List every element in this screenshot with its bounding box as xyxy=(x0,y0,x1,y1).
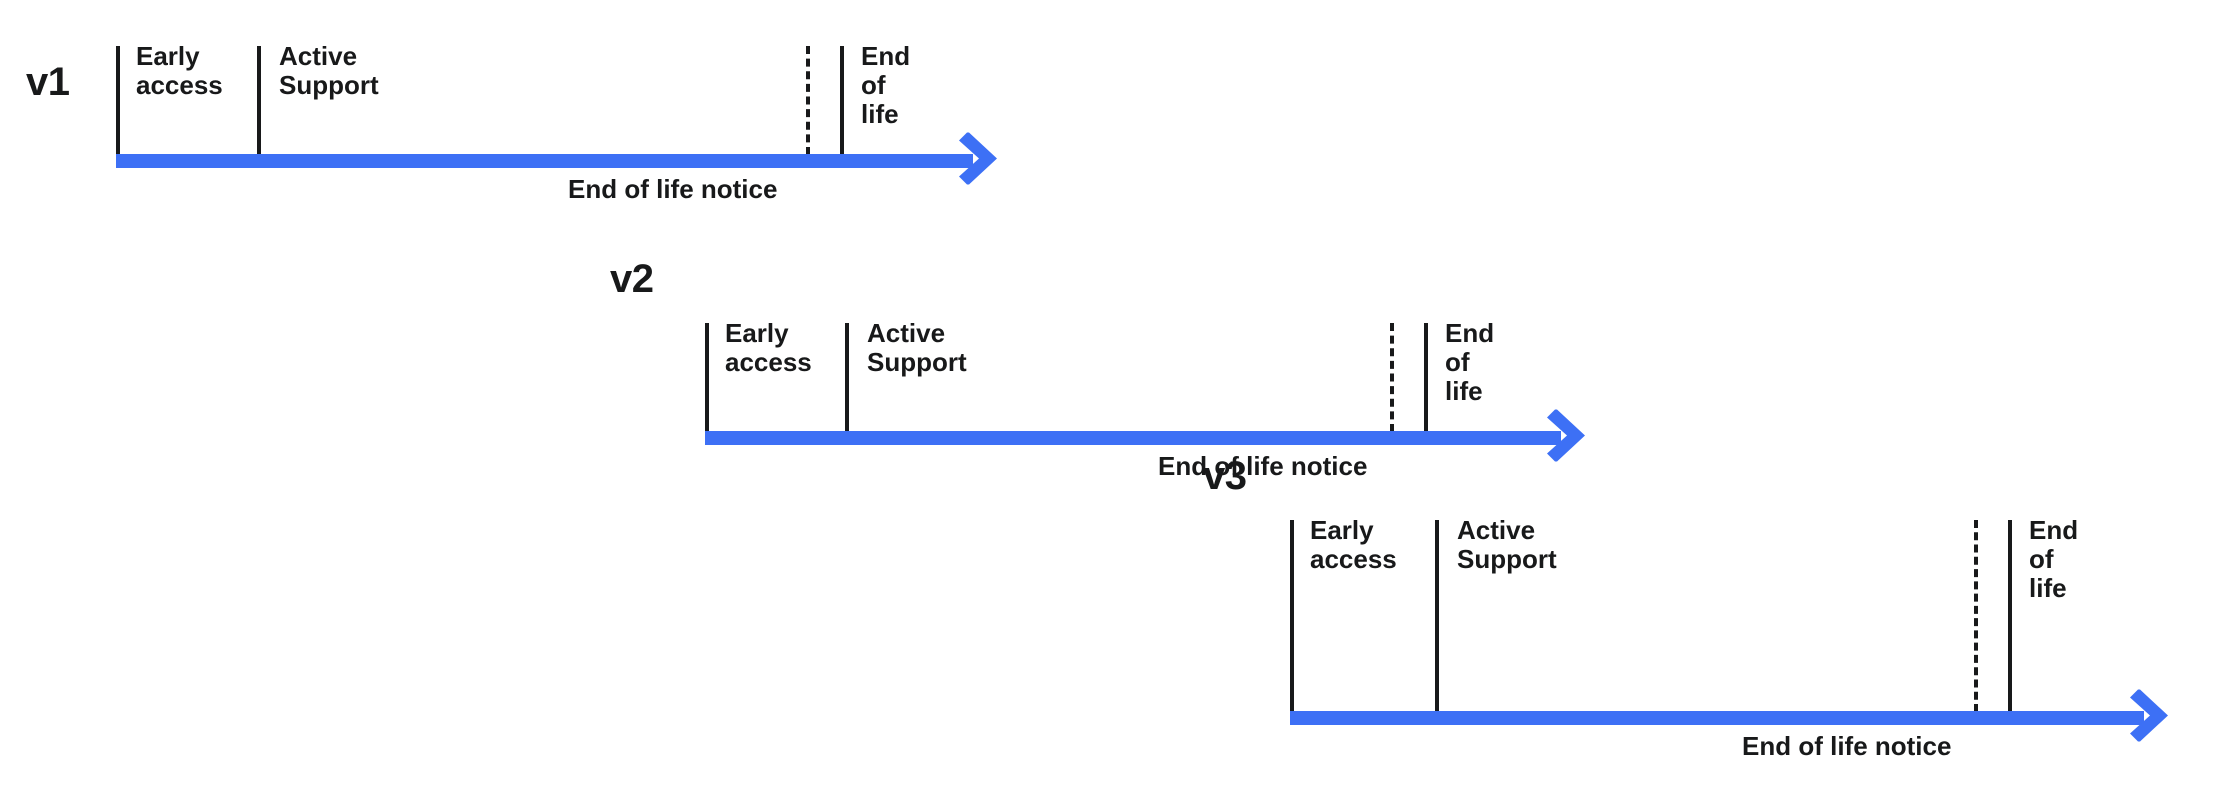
end-of-life-notice-label: End of life notice xyxy=(568,174,778,204)
phase-divider-tick xyxy=(1424,323,1428,432)
phase-divider-tick xyxy=(705,323,709,432)
lifecycle-track-v3 xyxy=(1290,689,2186,742)
lifecycle-track-v2 xyxy=(705,409,1603,462)
phase-label: End of life xyxy=(2029,515,2079,604)
version-label-v1: v1 xyxy=(26,60,70,104)
end-of-life-notice-dashed-tick xyxy=(1974,520,1978,712)
phase-divider-tick xyxy=(845,323,849,432)
phase-label: Active Support xyxy=(1457,515,1557,575)
version-label-v2: v2 xyxy=(610,257,654,301)
phase-label: Early access xyxy=(136,41,223,101)
phase-divider-tick xyxy=(116,46,120,155)
version-label-v3: v3 xyxy=(1203,454,1247,498)
lifecycle-track-bar xyxy=(705,431,1561,445)
phase-label: Early access xyxy=(725,318,812,378)
phase-label: End of life xyxy=(861,41,911,130)
phase-divider-tick xyxy=(1290,520,1294,712)
end-of-life-notice-dashed-tick xyxy=(1390,323,1394,432)
lifecycle-track-arrow-icon xyxy=(2128,688,2186,749)
end-of-life-notice-label: End of life notice xyxy=(1158,451,1368,481)
lifecycle-track-arrow-icon xyxy=(1545,408,1603,469)
phase-divider-tick xyxy=(257,46,261,155)
lifecycle-track-bar xyxy=(1290,711,2144,725)
lifecycle-track-v1 xyxy=(116,132,1015,185)
phase-divider-tick xyxy=(840,46,844,155)
phase-divider-tick xyxy=(2008,520,2012,712)
phase-divider-tick xyxy=(1435,520,1439,712)
lifecycle-track-bar xyxy=(116,154,973,168)
phase-label: Active Support xyxy=(279,41,379,101)
end-of-life-notice-dashed-tick xyxy=(806,46,810,155)
lifecycle-track-arrow-icon xyxy=(957,131,1015,192)
phase-label: Active Support xyxy=(867,318,967,378)
phase-label: End of life xyxy=(1445,318,1495,407)
end-of-life-notice-label: End of life notice xyxy=(1742,731,1952,761)
phase-label: Early access xyxy=(1310,515,1397,575)
